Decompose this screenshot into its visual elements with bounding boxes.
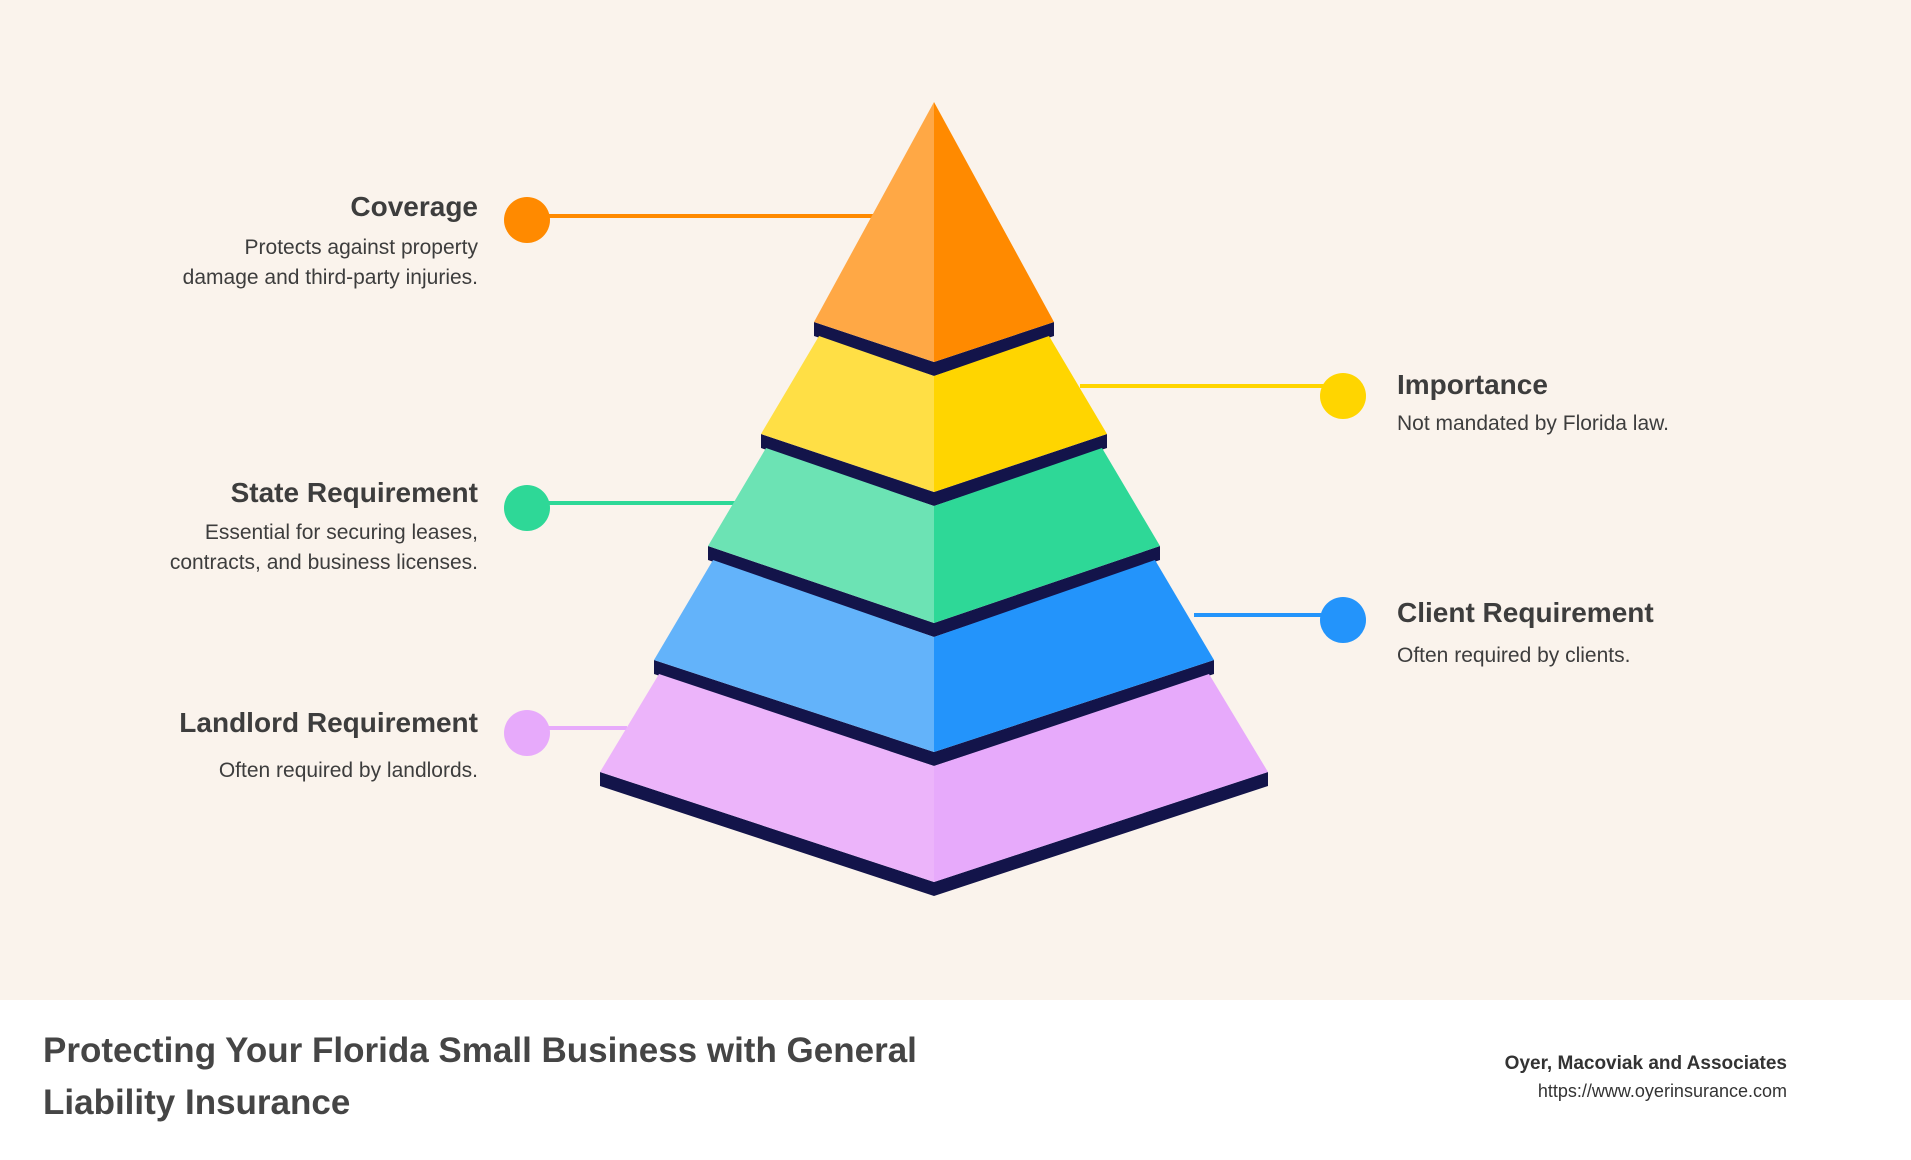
pyramid-connectors [527,214,1343,730]
infographic-title: Protecting Your Florida Small Business w… [43,1031,917,1122]
layer-face-left-client-requirement [654,560,934,752]
footer: Protecting Your Florida Small Business w… [0,1000,1911,1160]
label-desc-state-requirement: contracts, and business licenses. [170,551,478,574]
layer-face-right-importance [934,336,1107,492]
layer-face-left-landlord-requirement [600,674,934,882]
layer-face-left-importance [761,336,934,492]
pyramid-layer-importance [761,336,1107,506]
layer-face-left-state-requirement [708,448,934,623]
pyramid-layer-state-requirement [708,448,1160,637]
layer-face-right-client-requirement [934,560,1214,752]
label-title-client-requirement: Client Requirement [1397,597,1654,628]
pyramid-layer-coverage [814,102,1054,376]
layer-face-right-landlord-requirement [934,674,1268,882]
layer-edge-coverage [814,322,1054,376]
label-desc-landlord-requirement: Often required by landlords. [219,759,478,782]
label-title-importance: Importance [1397,369,1548,400]
pyramid-layer-client-requirement [654,560,1214,766]
label-title-coverage: Coverage [350,191,478,222]
pyramid-layer-landlord-requirement [600,674,1268,896]
marker-dot-landlord-requirement [504,710,550,756]
pyramid-layers [600,102,1268,896]
footer-brand: Oyer, Macoviak and Associates https://ww… [1505,1051,1787,1105]
label-desc-coverage: Protects against property [245,236,479,259]
marker-dot-coverage [504,197,550,243]
label-title-landlord-requirement: Landlord Requirement [179,707,478,738]
layer-face-left-coverage [814,102,934,362]
company-url[interactable]: https://www.oyerinsurance.com [1537,1081,1787,1101]
label-desc-coverage: damage and third-party injuries. [183,266,478,289]
label-desc-state-requirement: Essential for securing leases, [205,521,478,544]
marker-dot-state-requirement [504,485,550,531]
marker-dot-importance [1320,373,1366,419]
marker-dot-client-requirement [1320,597,1366,643]
layer-face-right-coverage [934,102,1054,362]
label-desc-importance: Not mandated by Florida law. [1397,412,1669,435]
layer-face-right-state-requirement [934,448,1160,623]
label-title-state-requirement: State Requirement [231,477,478,508]
layer-edge-importance [761,434,1107,506]
company-name: Oyer, Macoviak and Associates [1504,1053,1787,1074]
label-desc-client-requirement: Often required by clients. [1397,644,1630,667]
